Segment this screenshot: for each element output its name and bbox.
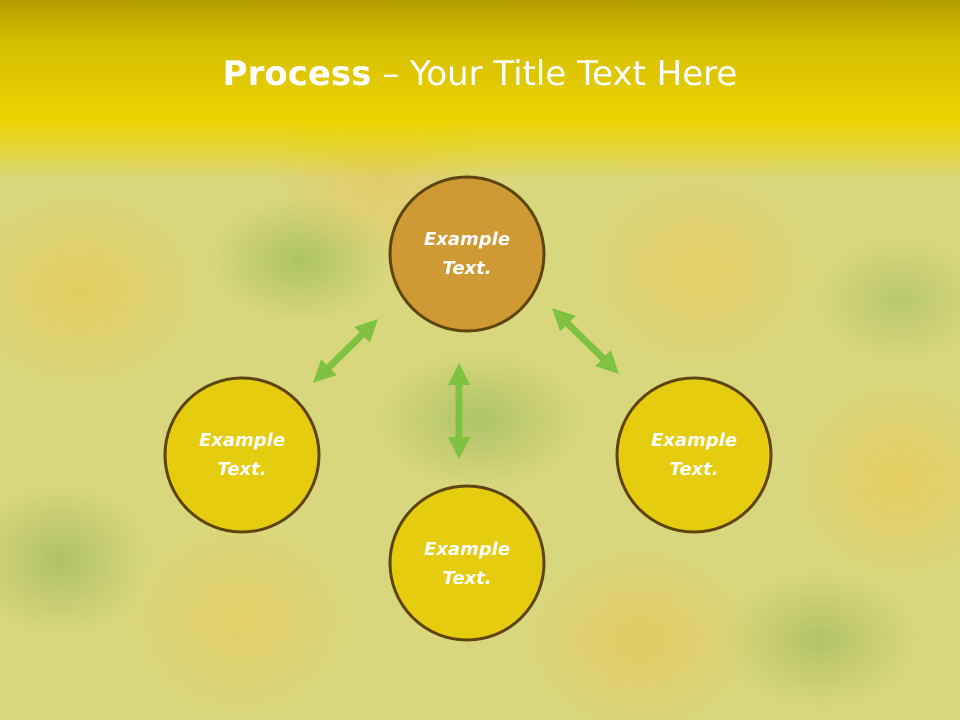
node-top-label: Example Text. bbox=[397, 225, 537, 283]
node-right-line2: Text. bbox=[669, 459, 719, 480]
arrow-top-right bbox=[552, 308, 619, 374]
node-top-circle bbox=[388, 175, 546, 333]
slide-title: Process – Your Title Text Here bbox=[0, 52, 960, 96]
title-dash: – bbox=[371, 54, 411, 94]
node-top-line1: Example bbox=[423, 229, 511, 250]
node-bottom-circle bbox=[388, 484, 546, 642]
title-rest: Your Title Text Here bbox=[410, 54, 738, 94]
node-left-line1: Example bbox=[198, 430, 286, 451]
node-bottom-line1: Example bbox=[423, 539, 511, 560]
node-left-line2: Text. bbox=[217, 459, 267, 480]
title-bold: Process bbox=[222, 54, 372, 94]
title-bar bbox=[0, 0, 960, 180]
arrow-top-left bbox=[312, 319, 379, 383]
node-right-line1: Example bbox=[650, 430, 738, 451]
node-left-label: Example Text. bbox=[172, 426, 312, 484]
node-bottom-line2: Text. bbox=[442, 568, 492, 589]
node-right-circle bbox=[615, 376, 773, 534]
node-left-circle bbox=[163, 376, 321, 534]
node-bottom-label: Example Text. bbox=[397, 535, 537, 593]
node-right-label: Example Text. bbox=[624, 426, 764, 484]
node-top-line2: Text. bbox=[442, 258, 492, 279]
